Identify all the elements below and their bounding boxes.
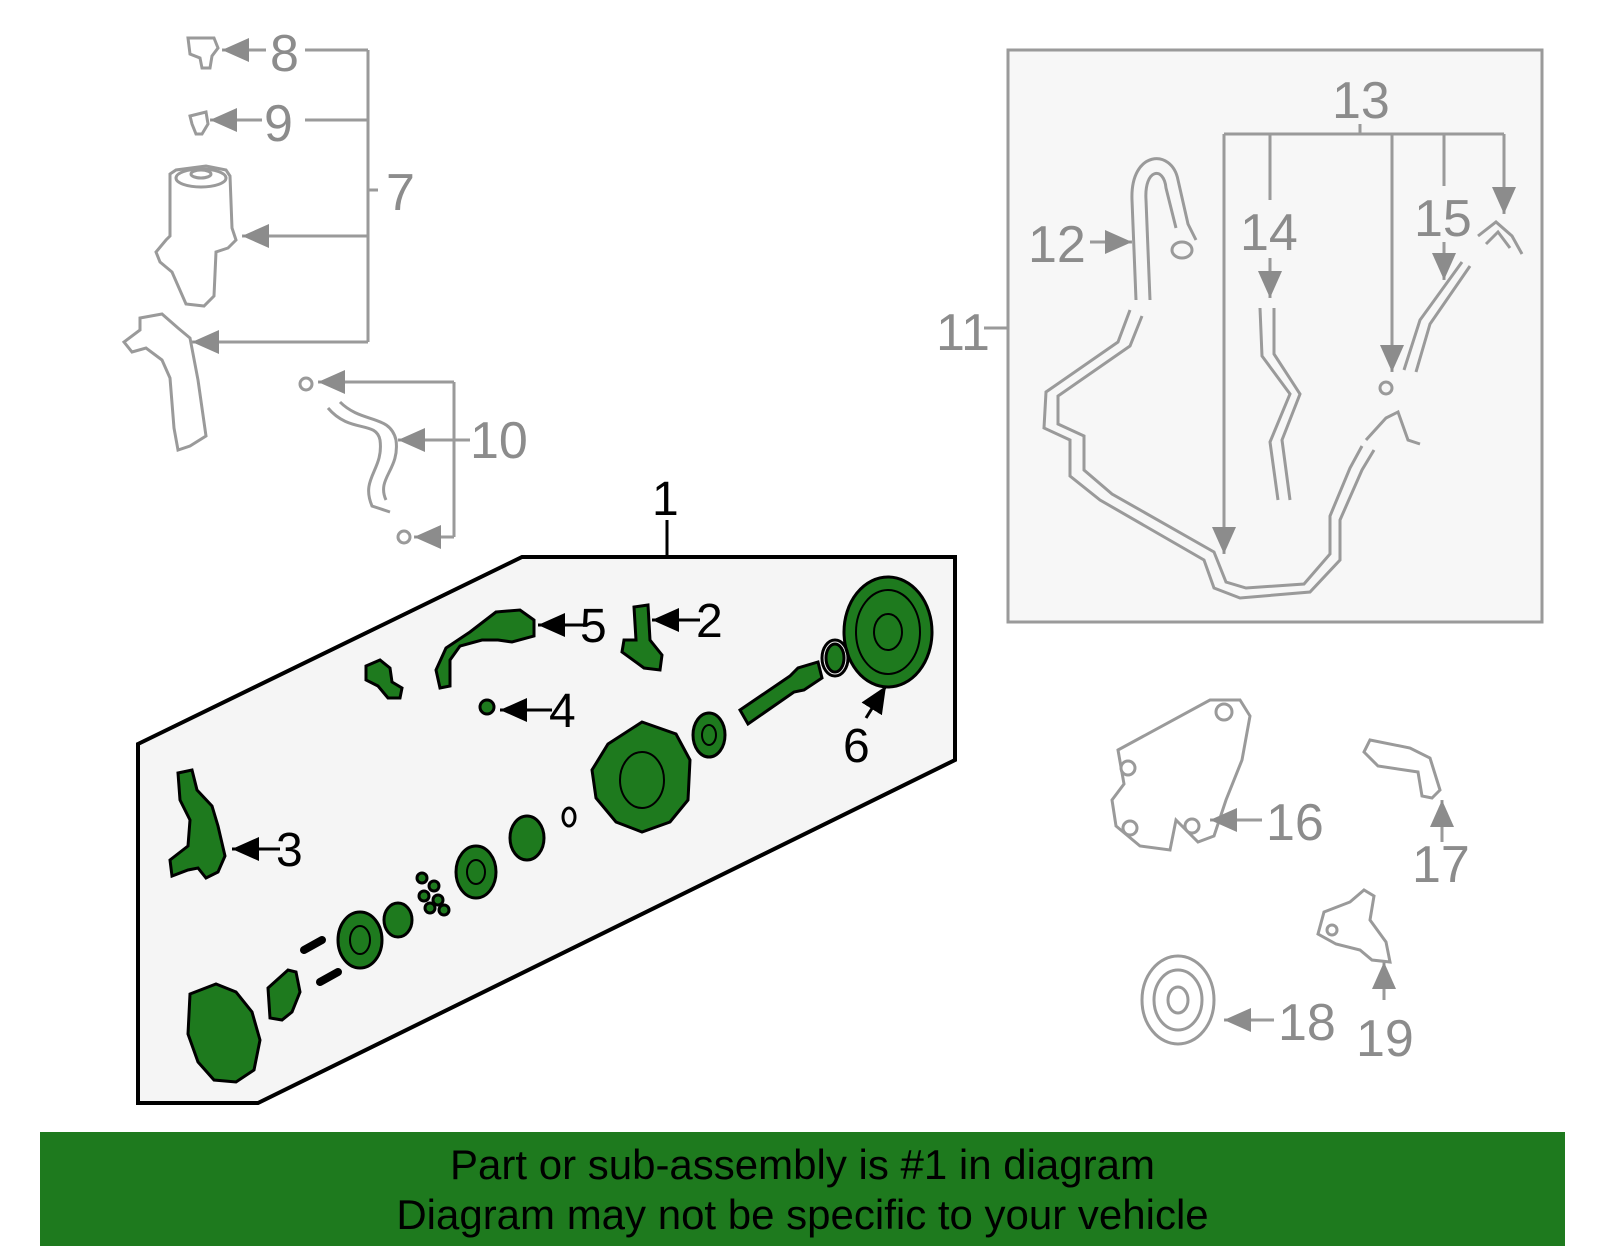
svg-text:11: 11 (936, 304, 990, 362)
callout-7-bracket (192, 38, 378, 354)
pressure-switch-part (434, 608, 536, 690)
pump-pulley-part (842, 575, 934, 689)
info-banner: Part or sub-assembly is #1 in diagram Di… (40, 1132, 1565, 1246)
small-bolt-part (478, 698, 496, 716)
callout-10: 10 (470, 412, 528, 470)
callout-4: 4 (500, 685, 576, 738)
pump-body-part (590, 720, 692, 834)
callout-17: 17 (1412, 836, 1470, 894)
callout-6: 6 (843, 685, 888, 773)
rear-cover-part (186, 982, 262, 1084)
banner-background (40, 1132, 1565, 1246)
svg-text:13: 13 (1332, 72, 1390, 130)
svg-text:3: 3 (276, 824, 303, 877)
o-ring-part (508, 814, 546, 862)
svg-text:16: 16 (1266, 794, 1324, 852)
power-steering-pump-parts (168, 575, 934, 1084)
svg-text:7: 7 (386, 164, 415, 222)
hose-kit-panel (984, 48, 1544, 624)
svg-text:6: 6 (843, 720, 870, 773)
callout-9: 9 (264, 95, 293, 153)
bearing-part (691, 711, 727, 759)
lower-right-parts (1110, 698, 1442, 1046)
callout-12: 12 (1028, 216, 1086, 274)
svg-text:1: 1 (652, 473, 679, 526)
return-hose-10 (298, 370, 470, 549)
svg-text:10: 10 (470, 412, 528, 470)
svg-text:2: 2 (696, 595, 723, 648)
svg-text:15: 15 (1414, 190, 1472, 248)
banner-line-2: Diagram may not be specific to your vehi… (396, 1191, 1209, 1238)
gasket-part (266, 968, 302, 1022)
reservoir-group (121, 36, 238, 452)
union-bolt-part (620, 603, 664, 672)
callout-16: 16 (1266, 794, 1324, 852)
seal-ring-part (820, 638, 850, 678)
callout-13-bracket (1090, 124, 1516, 554)
callout-19: 19 (1356, 1010, 1414, 1068)
callout-3: 3 (232, 824, 303, 877)
callout-8: 8 (270, 25, 299, 83)
pump-assembly-panel (136, 520, 957, 1105)
svg-text:17: 17 (1412, 836, 1470, 894)
svg-text:14: 14 (1240, 204, 1298, 262)
callout-5: 5 (538, 600, 607, 653)
callout-11: 11 (936, 304, 990, 362)
callout-1: 1 (652, 473, 679, 526)
callout-13: 13 (1332, 72, 1390, 130)
hose-lines (1042, 157, 1524, 600)
svg-text:4: 4 (549, 685, 576, 738)
callout-2: 2 (652, 595, 723, 648)
side-plate-part (336, 910, 384, 970)
svg-text:18: 18 (1278, 994, 1336, 1052)
callout-14: 14 (1240, 204, 1298, 262)
rotor-part (382, 901, 414, 939)
pump-bracket-part (168, 768, 227, 880)
pump-shaft-part (738, 660, 824, 727)
lower-right-leaders (1210, 800, 1454, 1032)
svg-text:19: 19 (1356, 1010, 1414, 1068)
banner-line-1: Part or sub-assembly is #1 in diagram (450, 1141, 1155, 1188)
svg-text:5: 5 (580, 600, 607, 653)
cam-ring-part (454, 844, 498, 900)
part-detail-lines (349, 589, 921, 955)
flow-valve-part (364, 658, 404, 700)
vanes-part (415, 871, 451, 917)
callout-15: 15 (1414, 190, 1472, 248)
svg-text:8: 8 (270, 25, 299, 83)
svg-text:12: 12 (1028, 216, 1086, 274)
svg-text:9: 9 (264, 95, 293, 153)
callout-18: 18 (1278, 994, 1336, 1052)
callout-7: 7 (386, 164, 415, 222)
